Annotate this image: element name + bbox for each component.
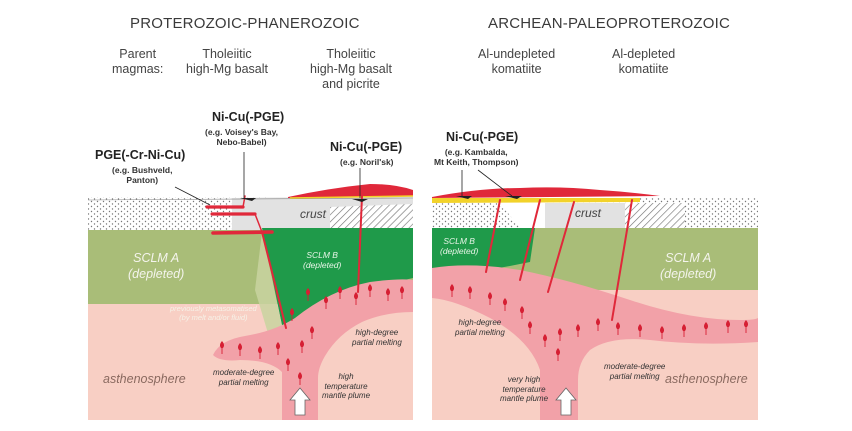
left-ore-pge-example: (e.g. Bushveld, Panton) [112, 165, 173, 185]
left-crust-hatched [330, 204, 413, 230]
right-crust-hatched [625, 203, 685, 228]
left-ore-pge: PGE(-Cr-Ni-Cu) [95, 148, 186, 162]
left-crust-label: crust [300, 207, 327, 221]
left-asthenosphere-label: asthenosphere [103, 372, 186, 386]
left-ore-nicu-2: Ni-Cu(-PGE) [330, 140, 403, 154]
left-flood-basalt [288, 184, 413, 198]
left-cross-section [87, 152, 414, 420]
right-crust-grey [545, 203, 625, 228]
left-intrusions [205, 195, 363, 329]
right-crust-label: crust [575, 206, 602, 220]
left-magma-2: Tholeiitic high-Mg basalt and picrite [310, 47, 392, 91]
left-ore-nicu-1: Ni-Cu(-PGE) [212, 110, 285, 124]
right-plume-arrow [555, 387, 577, 416]
right-asthenosphere-label: asthenosphere [665, 372, 748, 386]
left-magma-1: Tholeiitic high-Mg basalt [186, 47, 268, 76]
left-sclm-b-wedge [262, 228, 413, 335]
right-ore-nicu-example: (e.g. Kambalda, Mt Keith, Thompson) [434, 147, 519, 167]
right-intrusions [485, 199, 633, 321]
right-ore-nicu: Ni-Cu(-PGE) [446, 130, 519, 144]
left-sclm-b-label: SCLM B (depleted) [303, 250, 342, 270]
right-cross-section [432, 169, 758, 420]
right-plume-head [432, 265, 758, 420]
right-magma-2: Al-depleted komatiite [612, 47, 676, 76]
left-moderate-melting-label: moderate-degree partial melting [213, 368, 275, 387]
right-panel-title: ARCHEAN-PALEOPROTEROZOIC [488, 15, 731, 32]
left-high-melting-label: high-degree partial melting [352, 328, 402, 347]
left-plume-label: high temperature mantle plume [322, 372, 371, 400]
left-ore-nicu-1-example: (e.g. Voisey's Bay, Nebo-Babel) [205, 127, 279, 147]
left-metasomatised-zone [255, 232, 284, 340]
right-sclm-b-label: SCLM B (depleted) [440, 236, 479, 256]
parent-magmas-label: Parent magmas: [112, 47, 164, 76]
right-moderate-melting-label: moderate-degree partial melting [604, 362, 666, 381]
left-sclm-a-label: SCLM A (depleted) [128, 251, 185, 281]
left-metasomatised-label: previously metasomatised (by melt and/or… [170, 304, 257, 322]
left-panel-title: PROTEROZOIC-PHANEROZOIC [130, 15, 360, 32]
left-plume-arrow [289, 387, 311, 416]
right-plume-label: very high temperature mantle plume [500, 375, 549, 403]
right-magma-1: Al-undepleted komatiite [478, 47, 556, 76]
left-ore-nicu-2-example: (e.g. Noril'sk) [340, 157, 394, 167]
right-sclm-a-label: SCLM A (depleted) [660, 251, 717, 281]
left-plume-head [213, 279, 413, 420]
right-high-melting-label: high-degree partial melting [455, 318, 505, 337]
right-komatiite-flow [432, 198, 640, 203]
